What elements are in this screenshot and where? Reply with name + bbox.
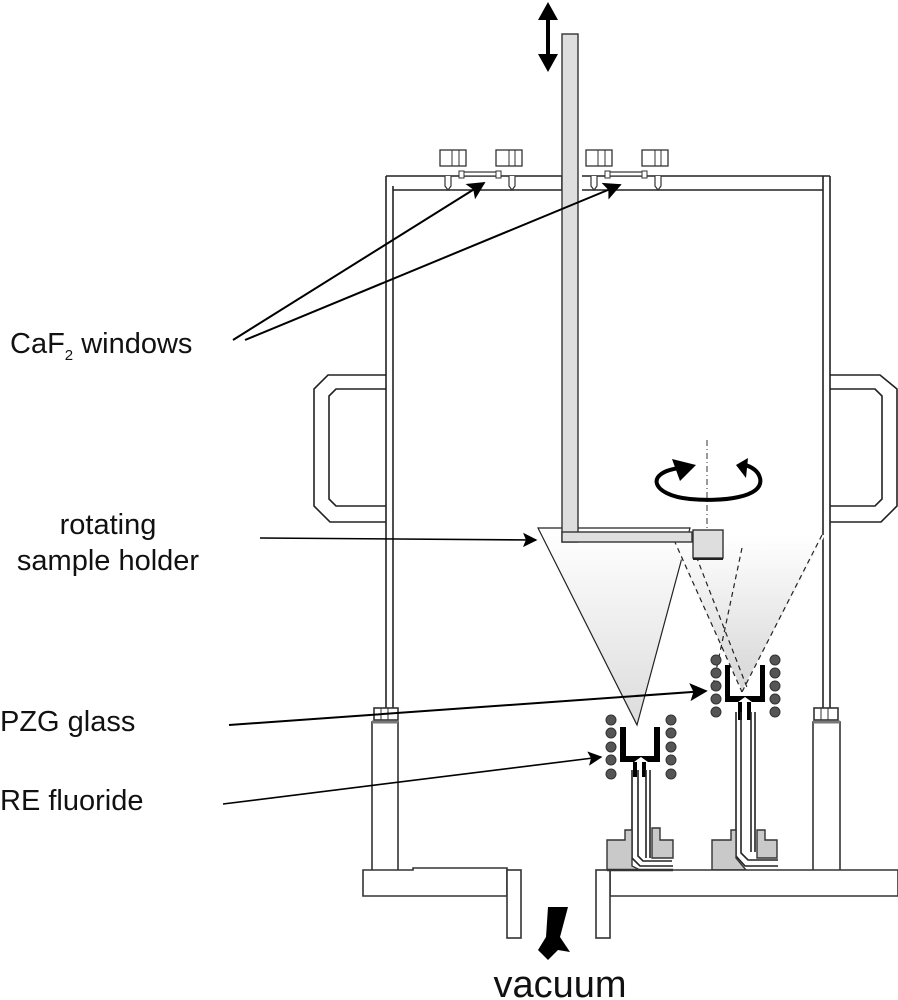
base-flange-left [362,867,522,939]
plume-left [537,527,691,727]
manipulator-rod [561,33,693,543]
vacuum-arrow-icon [538,907,570,960]
sample-substrate [692,529,724,559]
heater-coil-right [710,654,781,718]
post-left [371,707,399,873]
handle-left [313,374,386,523]
chamber-wall-right [822,176,831,708]
label-vacuum: vacuum [493,964,626,1000]
base-flange-right [595,868,898,939]
plume-right-edge-left [673,539,743,693]
substrate-cone-right [711,547,743,691]
label-re-fluoride: RE fluoride [0,785,143,817]
heater-coil-left [605,714,677,780]
label-rotating-line1: rotating [60,509,157,541]
label-sample-holder-line2: sample holder [17,545,199,577]
source-pzg-glass [710,654,781,871]
callout-rotating-holder [259,532,538,548]
handle-right [830,374,898,523]
crucible-right [725,665,765,702]
label-caf2-windows: CaF2 windows [10,328,192,364]
label-pzg-glass: PZG glass [0,706,135,738]
crucible-left [620,727,660,762]
post-right [812,707,841,873]
chamber-wall-left [385,176,394,708]
callout-re-fluoride [222,751,603,805]
substrate-cone-left [692,547,749,691]
plume-right-edge-right [741,534,823,693]
plume-right [670,535,825,690]
caf2-window-right [585,149,669,191]
source-re-fluoride [605,714,677,871]
caf2-window-left [439,149,523,191]
rotation-arrow-icon [654,458,763,502]
callout-pzg-glass [228,683,708,726]
vertical-motion-arrow-icon [538,2,558,72]
callout-caf2-windows [232,182,622,341]
